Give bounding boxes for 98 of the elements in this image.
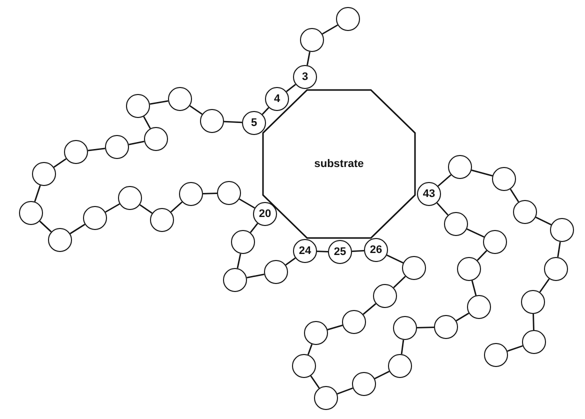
chain-link-line xyxy=(476,250,488,261)
numbered-residue-circle: 5 xyxy=(242,111,266,135)
residue-circle xyxy=(179,182,203,206)
residue-circle xyxy=(342,310,366,334)
numbered-residue-circle: 26 xyxy=(364,238,388,262)
chain-link-line xyxy=(322,24,338,35)
residue-circle xyxy=(292,354,316,378)
chain-link-line xyxy=(286,84,296,92)
chain-link-line xyxy=(39,220,52,232)
chain-link-line xyxy=(557,242,561,258)
chain-link-line xyxy=(532,314,534,330)
chain-link-line xyxy=(128,140,144,146)
chain-link-line xyxy=(416,326,434,328)
chain-link-line xyxy=(386,254,404,264)
chain-link-line xyxy=(70,224,86,234)
residue-circle xyxy=(521,290,545,314)
chain-link-line xyxy=(54,158,66,168)
chain-link-line xyxy=(510,188,520,202)
chain-link-line xyxy=(316,250,328,252)
numbered-residue-circle: 43 xyxy=(417,182,441,206)
chain-link-line xyxy=(310,376,320,388)
chain-link-line xyxy=(471,169,493,177)
residue-circle xyxy=(467,295,491,319)
chain-link-line xyxy=(306,52,310,66)
chain-link-line xyxy=(535,216,552,226)
residue-circle xyxy=(522,330,546,354)
chain-link-line xyxy=(34,185,41,202)
chain-link-line xyxy=(456,312,470,322)
chain-link-line xyxy=(436,202,448,216)
residue-circle xyxy=(483,230,507,254)
chain-link-line xyxy=(224,120,242,124)
numbered-residue-circle: 4 xyxy=(265,87,289,111)
chain-link-line xyxy=(362,303,376,315)
residue-circle xyxy=(48,228,72,252)
residue-circle xyxy=(264,260,288,284)
residue-circle xyxy=(314,386,338,410)
chain-link-line xyxy=(471,280,477,296)
chain-link-line xyxy=(150,100,168,105)
residue-circle xyxy=(217,181,241,205)
chain-link-line xyxy=(202,192,218,194)
chain-link-line xyxy=(236,254,242,268)
residue-circle xyxy=(434,315,458,339)
chain-link-line xyxy=(105,203,120,213)
numbered-residue-circle: 20 xyxy=(253,202,277,226)
chain-link-line xyxy=(239,198,255,209)
chain-link-line xyxy=(327,324,343,330)
residue-circle xyxy=(484,343,508,367)
residue-circle xyxy=(402,256,426,280)
residue-circle xyxy=(457,257,481,281)
chain-link-line xyxy=(88,148,106,152)
residue-circle xyxy=(200,109,224,133)
substrate-label: substrate xyxy=(314,158,364,170)
chain-link-line xyxy=(337,388,353,394)
chain-link-line xyxy=(393,276,406,288)
residue-circle xyxy=(304,321,328,345)
residue-circle xyxy=(513,200,537,224)
chain-link-line xyxy=(190,105,202,115)
chain-link-line xyxy=(143,116,151,129)
residue-circle xyxy=(393,316,417,340)
residue-circle xyxy=(492,167,516,191)
residue-circle xyxy=(352,372,376,396)
residue-circle xyxy=(444,212,468,236)
chain-link-line xyxy=(246,274,264,278)
chain-link-line xyxy=(466,228,484,238)
residue-circle xyxy=(168,87,192,111)
chain-link-line xyxy=(507,345,523,352)
chain-link-line xyxy=(140,204,152,214)
residue-circle xyxy=(550,218,574,242)
residue-circle xyxy=(126,94,150,118)
residue-circle xyxy=(300,28,324,52)
chain-link-line xyxy=(352,250,364,252)
residue-circle xyxy=(231,230,255,254)
residue-circle xyxy=(118,186,142,210)
residue-circle xyxy=(544,257,568,281)
residue-circle xyxy=(83,206,107,230)
chain-link-line xyxy=(170,201,183,213)
residue-circle xyxy=(19,201,43,225)
numbered-residue-circle: 25 xyxy=(328,240,352,264)
residue-circle xyxy=(448,155,472,179)
residue-circle xyxy=(373,284,397,308)
residue-circle xyxy=(105,135,129,159)
chain-link-line xyxy=(400,340,404,354)
residue-circle xyxy=(388,354,412,378)
chain-link-line xyxy=(250,223,258,233)
residue-circle xyxy=(64,140,88,164)
chain-link-line xyxy=(307,344,313,355)
chain-link-line xyxy=(262,107,270,115)
chain-link-line xyxy=(285,257,296,266)
residue-circle xyxy=(32,162,56,186)
residue-circle xyxy=(150,208,174,232)
residue-circle xyxy=(223,268,247,292)
chain-link-line xyxy=(539,278,550,293)
chain-link-line xyxy=(374,370,390,380)
numbered-residue-circle: 3 xyxy=(293,65,317,89)
numbered-residue-circle: 24 xyxy=(293,239,317,263)
chain-link-line xyxy=(438,174,452,187)
residue-circle xyxy=(336,7,360,31)
residue-circle xyxy=(144,127,168,151)
